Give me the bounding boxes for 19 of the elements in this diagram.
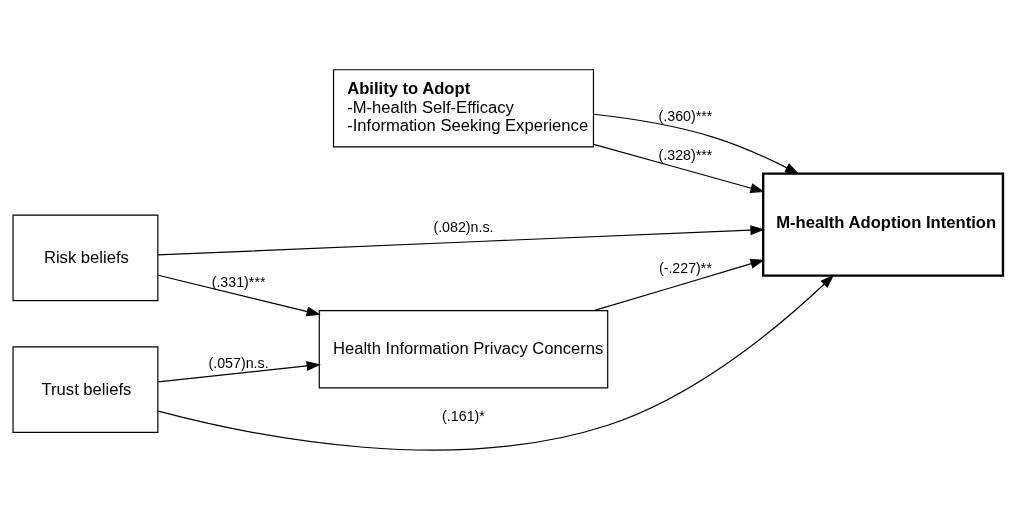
arrow bbox=[593, 258, 765, 312]
arrow bbox=[157, 274, 321, 317]
node-box: M-health Adoption Intention bbox=[762, 172, 1005, 277]
edge-label: (.328)*** bbox=[658, 147, 713, 164]
arrow bbox=[593, 113, 800, 175]
arrow bbox=[157, 274, 835, 451]
edge-label: (.331)*** bbox=[211, 274, 266, 291]
arrow bbox=[157, 225, 765, 256]
node-box: Health Information Privacy Concerns bbox=[318, 310, 609, 389]
edge-label: (.161)* bbox=[442, 408, 485, 425]
node-box: Risk beliefs bbox=[12, 214, 159, 302]
edge-label: (.082)n.s. bbox=[433, 219, 494, 236]
node-box: Trust beliefs bbox=[12, 346, 159, 433]
arrow bbox=[593, 143, 765, 193]
edge-label: (.057)n.s. bbox=[208, 354, 269, 371]
node-box: Ability to Adopt -M-health Self-Efficacy -Information Seeking Experience bbox=[332, 69, 595, 148]
arrow bbox=[157, 361, 321, 383]
edge-label: (.360)*** bbox=[658, 107, 713, 124]
edge-label: (-.227)** bbox=[658, 259, 712, 276]
